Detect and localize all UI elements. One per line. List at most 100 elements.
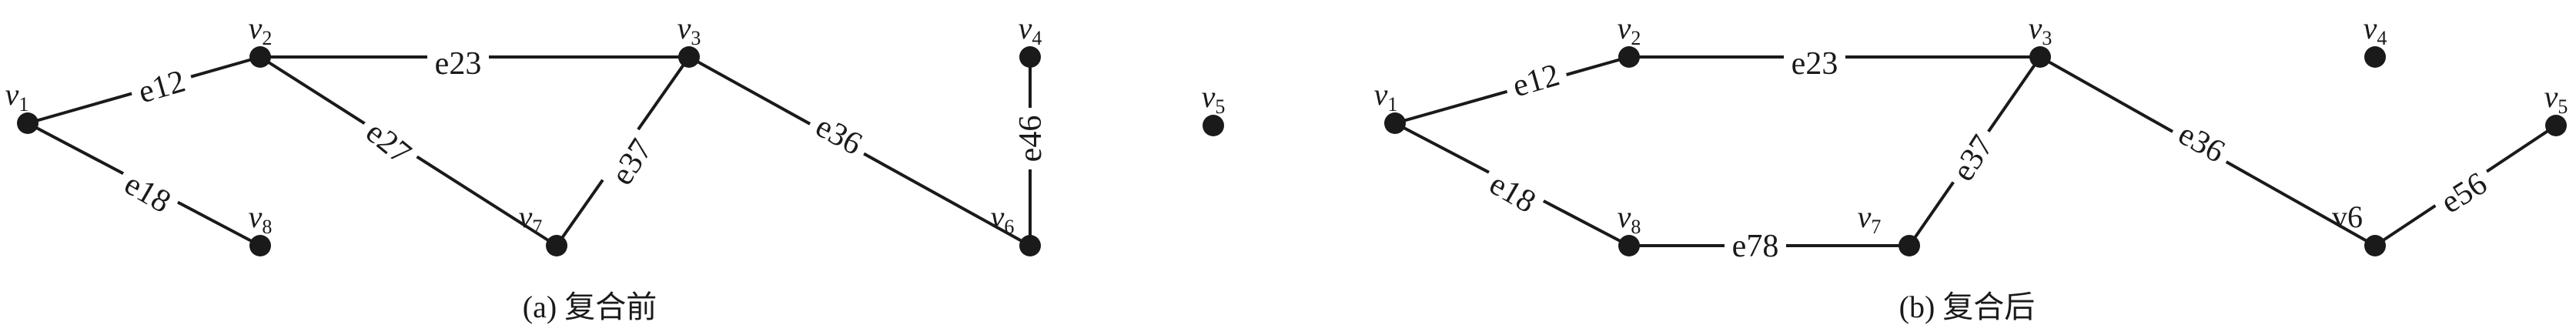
edge-label-text: e23	[435, 46, 482, 82]
node-v7	[546, 235, 567, 256]
node-v1	[17, 112, 38, 134]
edge-label-v2-v3: e23	[1784, 46, 1845, 82]
edge-label-text: e46	[1013, 116, 1049, 162]
node-label-main: v	[991, 199, 1005, 234]
edge-label-text: e12	[1509, 57, 1564, 104]
edge-label-v3-v6: e36	[2167, 112, 2237, 171]
node-v6	[1019, 235, 1041, 256]
edge-label-v8-v7: e78	[1725, 229, 1786, 264]
node-label-subscript: 7	[1871, 216, 1881, 238]
edge-label-background	[1725, 229, 1786, 261]
node-label-v1: v1	[5, 77, 29, 116]
node-label-v5: v5	[1202, 79, 1226, 118]
edge-label-text: e12	[135, 63, 189, 110]
node-label-v5: v5	[2544, 79, 2568, 118]
edge-label-v3-v7: e37	[600, 126, 661, 196]
node-v8	[249, 235, 271, 256]
node-label-main: v	[2029, 11, 2042, 45]
node-label-v3: v3	[677, 11, 701, 49]
node-label-subscript: 6	[1004, 216, 1014, 238]
node-label-v2: v2	[249, 11, 273, 49]
node-label-main: v	[249, 199, 263, 234]
edge-label-v1-v2: e12	[1501, 55, 1570, 104]
panel-caption: (b) 复合后	[1899, 290, 2036, 324]
node-label-v6: v6	[2332, 199, 2363, 234]
node-v7	[1899, 235, 1920, 256]
node-label-v3: v3	[2029, 11, 2052, 49]
node-label-main: v	[519, 199, 533, 234]
node-label-main: v	[249, 11, 263, 45]
node-label-main: v	[2364, 11, 2377, 45]
node-label-subscript: 4	[1032, 27, 1042, 49]
edge-label-background	[2428, 162, 2498, 223]
node-v5	[1203, 115, 1224, 136]
node-label-v8: v8	[1618, 199, 1641, 238]
node-label-main: v	[5, 77, 19, 112]
panel-caption: (a) 复合前	[523, 290, 657, 324]
node-label-main: v	[1618, 199, 1631, 234]
node-label-main: v	[2544, 79, 2558, 114]
node-label-subscript: 5	[1215, 95, 1225, 118]
node-label-subscript: 4	[2377, 27, 2387, 49]
edge-label-text: e23	[1791, 46, 1838, 82]
node-label-subscript: 3	[2042, 27, 2052, 49]
edge-label-background	[1941, 122, 2002, 193]
edge-label-v4-v6: e46	[1013, 108, 1049, 169]
node-label-main: v	[1019, 11, 1032, 45]
edge-label-background	[600, 126, 661, 196]
edge-label-v2-v3: e23	[427, 46, 489, 82]
node-v4	[2364, 46, 2386, 68]
node-label-subscript: 1	[1387, 93, 1397, 116]
node-label-subscript: 2	[262, 27, 272, 49]
node-v6	[2364, 235, 2386, 256]
node-label-v7: v7	[1858, 199, 1882, 238]
node-label-main: v	[1374, 77, 1388, 112]
node-v8	[1618, 235, 1640, 256]
node-v4	[1019, 46, 1041, 68]
node-label-subscript: 7	[532, 216, 542, 238]
node-label-v7: v7	[519, 199, 543, 238]
node-label-v4: v4	[1019, 11, 1042, 49]
node-layer	[17, 46, 1224, 256]
edge-label-background	[805, 105, 875, 163]
node-label-subscript: 5	[2558, 95, 2568, 118]
edge-label-v1-v2: e12	[127, 61, 196, 110]
node-label-main: v	[1618, 11, 1631, 45]
node-label-v6: v6	[991, 199, 1015, 238]
node-label-v8: v8	[249, 199, 273, 238]
edge-label-background	[1501, 55, 1570, 104]
node-label-subscript: 2	[1631, 27, 1641, 49]
node-label-main: v	[677, 11, 691, 45]
node-v2	[1618, 46, 1640, 68]
node-label-v1: v1	[1374, 77, 1398, 116]
edge-label-background	[355, 109, 423, 174]
node-label-subscript: 1	[18, 93, 28, 116]
node-label-subscript: 8	[262, 216, 272, 238]
edge-label-background	[2167, 112, 2237, 171]
node-label-subscript: 8	[1631, 216, 1641, 238]
edge-label-v2-v7: e27	[355, 109, 423, 174]
edge-label-background	[427, 46, 489, 79]
node-v3	[678, 46, 700, 68]
node-v2	[249, 46, 271, 68]
node-label-main: v	[1858, 199, 1872, 234]
node-v1	[1384, 112, 1406, 134]
node-layer	[1384, 46, 2567, 256]
edge-label-background	[1013, 108, 1045, 169]
edge-label-v3-v6: e36	[805, 105, 875, 163]
node-label-subscript: 3	[691, 27, 701, 49]
edge-label-background	[113, 162, 183, 222]
edge-label-background	[127, 61, 196, 110]
node-label-v2: v2	[1618, 11, 1641, 49]
node-label-main: v	[1202, 79, 1216, 114]
node-label-main: v6	[2332, 199, 2363, 234]
node-v5	[2545, 115, 2567, 136]
edge-label-background	[1784, 46, 1845, 79]
edge-label-background	[1478, 162, 1548, 222]
